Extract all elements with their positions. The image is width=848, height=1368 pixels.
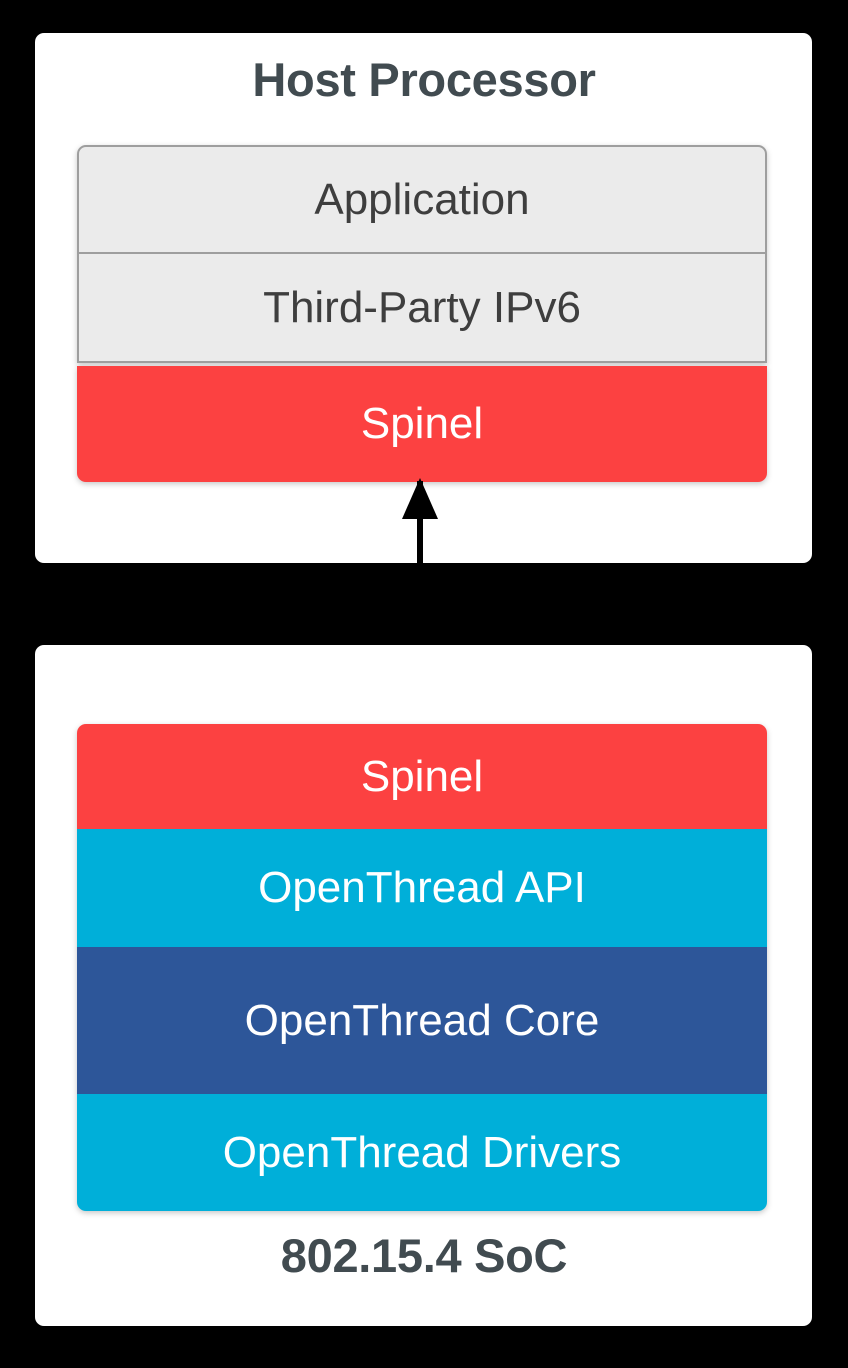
soc-layer-openthread-core: OpenThread Core	[77, 947, 767, 1094]
soc-layer-openthread-core-label: OpenThread Core	[244, 995, 600, 1045]
host-layer-application: Application	[77, 145, 767, 254]
soc-layer-openthread-drivers-label: OpenThread Drivers	[222, 1127, 622, 1177]
soc-title: 802.15.4 SoC	[280, 1229, 568, 1282]
soc-layer-openthread-api: OpenThread API	[77, 829, 767, 947]
soc-layer-spinel-label: Spinel	[360, 751, 484, 801]
host-processor-layer-stack: Application Third-Party IPv6 Spinel	[77, 145, 767, 482]
soc-layer-openthread-api-label: OpenThread API	[258, 863, 586, 912]
host-processor-title: Host Processor	[252, 53, 596, 106]
soc-layer-spinel: Spinel	[77, 724, 767, 829]
host-layer-spinel-label: Spinel	[360, 399, 484, 448]
host-layer-third-party-ipv6-label: Third-Party IPv6	[263, 282, 581, 332]
host-layer-third-party-ipv6: Third-Party IPv6	[77, 252, 767, 363]
host-layer-spinel: Spinel	[77, 366, 767, 482]
soc-layer-openthread-drivers: OpenThread Drivers	[77, 1094, 767, 1211]
host-layer-application-label: Application	[314, 174, 530, 224]
soc-layer-stack: Spinel OpenThread API OpenThread Core Op…	[77, 724, 767, 1211]
